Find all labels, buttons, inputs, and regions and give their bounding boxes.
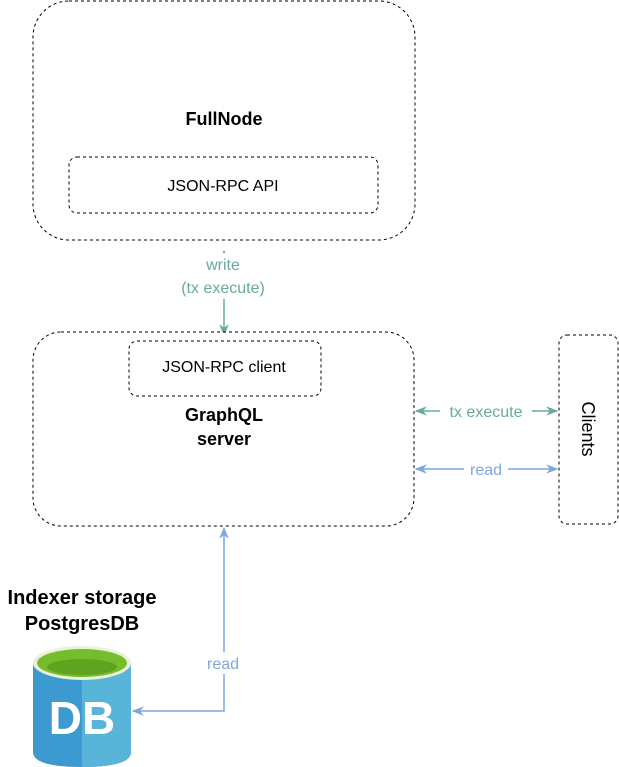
fullnode-title: FullNode — [186, 109, 263, 129]
db-read-label: read — [207, 656, 239, 673]
database-icon: DB — [33, 646, 131, 767]
json-rpc-client-box: JSON-RPC client — [128, 340, 322, 397]
db-text: DB — [49, 692, 115, 744]
fullnode-box: FullNode JSON-RPC API — [32, 0, 416, 241]
write-label: write — [205, 257, 240, 274]
indexer-title: Indexer storage — [8, 587, 157, 609]
clients-read-edge: read — [414, 459, 559, 479]
json-rpc-api-box: JSON-RPC API — [68, 156, 379, 214]
json-rpc-api-label: JSON-RPC API — [167, 178, 278, 195]
tx-execute-label: (tx execute) — [181, 280, 265, 297]
postgres-title: PostgresDB — [25, 613, 139, 635]
server-title: server — [197, 429, 251, 449]
clients-label: Clients — [578, 401, 598, 456]
tx-execute-edge-label: tx execute — [450, 404, 523, 421]
tx-execute-edge: tx execute — [414, 401, 559, 421]
clients-read-label: read — [470, 462, 502, 479]
db-read-edge: read — [131, 526, 248, 716]
json-rpc-client-label: JSON-RPC client — [162, 359, 286, 376]
graphql-title: GraphQL — [185, 405, 263, 425]
clients-box: Clients — [558, 334, 619, 525]
graphql-server-box: JSON-RPC client GraphQL server — [32, 331, 415, 527]
write-edge: write (tx execute) — [166, 249, 282, 337]
